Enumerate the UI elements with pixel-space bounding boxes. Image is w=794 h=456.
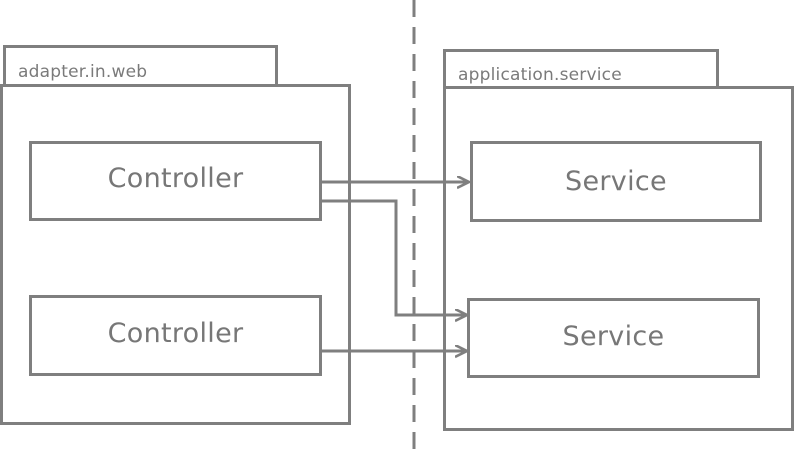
- service-bottom-label: Service: [562, 320, 665, 352]
- service-top-label: Service: [565, 166, 667, 197]
- service-box-bottom: Service: [467, 298, 760, 378]
- package-tab-application-service: application.service: [443, 49, 719, 89]
- controller-box-bottom: Controller: [29, 295, 322, 376]
- service-box-top: Service: [470, 141, 762, 222]
- arrow-controller-top-to-service-bottom: [321, 199, 466, 315]
- package-label-application-service: application.service: [458, 65, 622, 85]
- package-label-adapter-in-web: adapter.in.web: [18, 62, 148, 82]
- package-tab-adapter-in-web: adapter.in.web: [3, 45, 278, 87]
- controller-box-top: Controller: [29, 141, 322, 221]
- controller-bottom-label: Controller: [107, 317, 244, 349]
- package-application-service: [443, 86, 794, 431]
- package-adapter-in-web: [0, 84, 351, 425]
- controller-top-label: Controller: [107, 162, 244, 194]
